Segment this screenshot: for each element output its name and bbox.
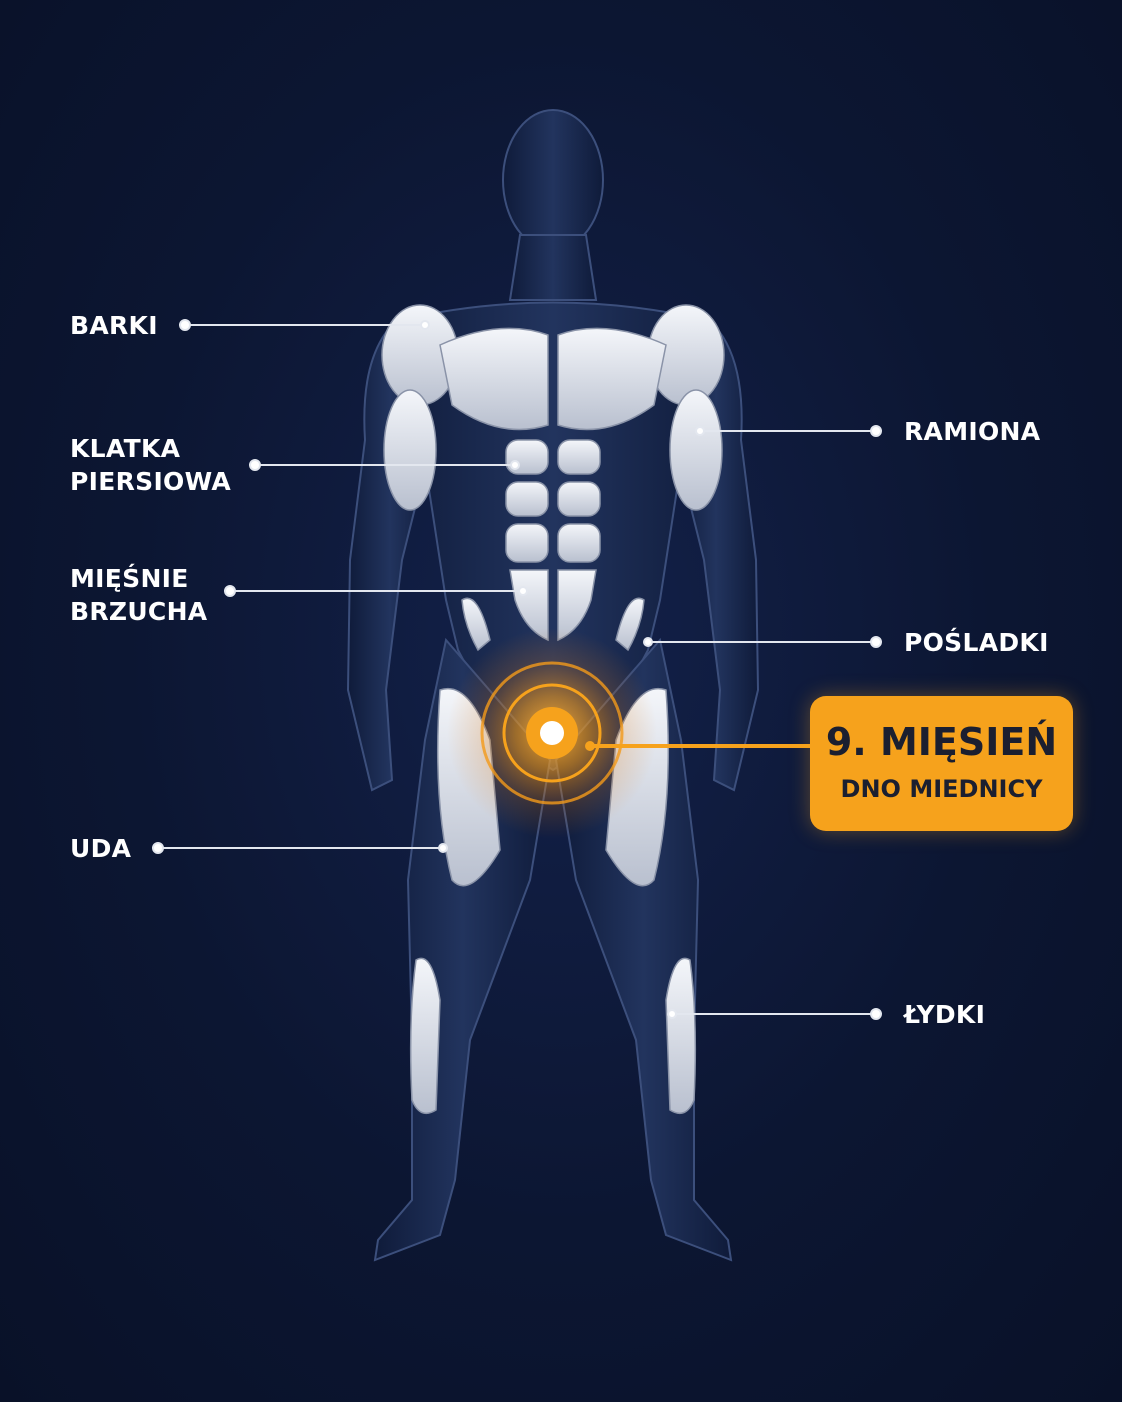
calf-left-muscle (409, 957, 441, 1115)
label-abs: MIĘŚNIE BRZUCHA (70, 562, 207, 628)
label-chest-line1: KLATKA (70, 434, 181, 463)
label-chest-line2: PIERSIOWA (70, 467, 232, 496)
label-shoulders: BARKI (70, 309, 158, 342)
pelvic-floor-callout: 9. MIĘSIEŃ DNO MIEDNICY (810, 696, 1073, 831)
label-chest: KLATKA PIERSIOWA (70, 432, 231, 498)
label-arms-text: RAMIONA (904, 417, 1041, 446)
label-thighs-text: UDA (70, 834, 132, 863)
target-pulse-icon (447, 628, 812, 838)
bicep-left-muscle (383, 389, 437, 511)
label-thighs: UDA (70, 832, 131, 865)
label-calves: ŁYDKI (904, 998, 985, 1031)
calf-right-muscle (665, 957, 697, 1115)
label-shoulders-text: BARKI (70, 311, 158, 340)
label-arms: RAMIONA (904, 415, 1040, 448)
label-abs-line1: MIĘŚNIE (70, 564, 189, 593)
leader-lines (152, 319, 882, 1020)
label-calves-text: ŁYDKI (904, 1000, 986, 1029)
callout-subtitle: DNO MIEDNICY (840, 775, 1043, 803)
chest-right-muscle (557, 327, 667, 431)
label-glutes: POŚLADKI (904, 626, 1049, 659)
label-abs-line2: BRZUCHA (70, 597, 208, 626)
label-glutes-text: POŚLADKI (904, 628, 1049, 657)
chest-left-muscle (439, 327, 549, 431)
callout-title: 9. MIĘSIEŃ (825, 720, 1058, 764)
bicep-right-muscle (669, 389, 723, 511)
